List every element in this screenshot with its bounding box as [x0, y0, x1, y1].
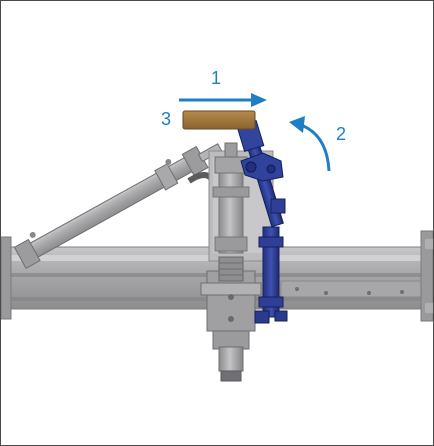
- workpiece: [182, 110, 256, 130]
- diagonal-cylinder: [13, 143, 223, 270]
- label-3: 3: [161, 109, 171, 129]
- label-1: 1: [211, 68, 221, 88]
- vertical-cylinder: [212, 142, 250, 254]
- carriage-body: [200, 256, 262, 382]
- label-2: 2: [336, 124, 346, 144]
- translation-arrow: [179, 93, 267, 107]
- rotation-arrow: [289, 116, 331, 172]
